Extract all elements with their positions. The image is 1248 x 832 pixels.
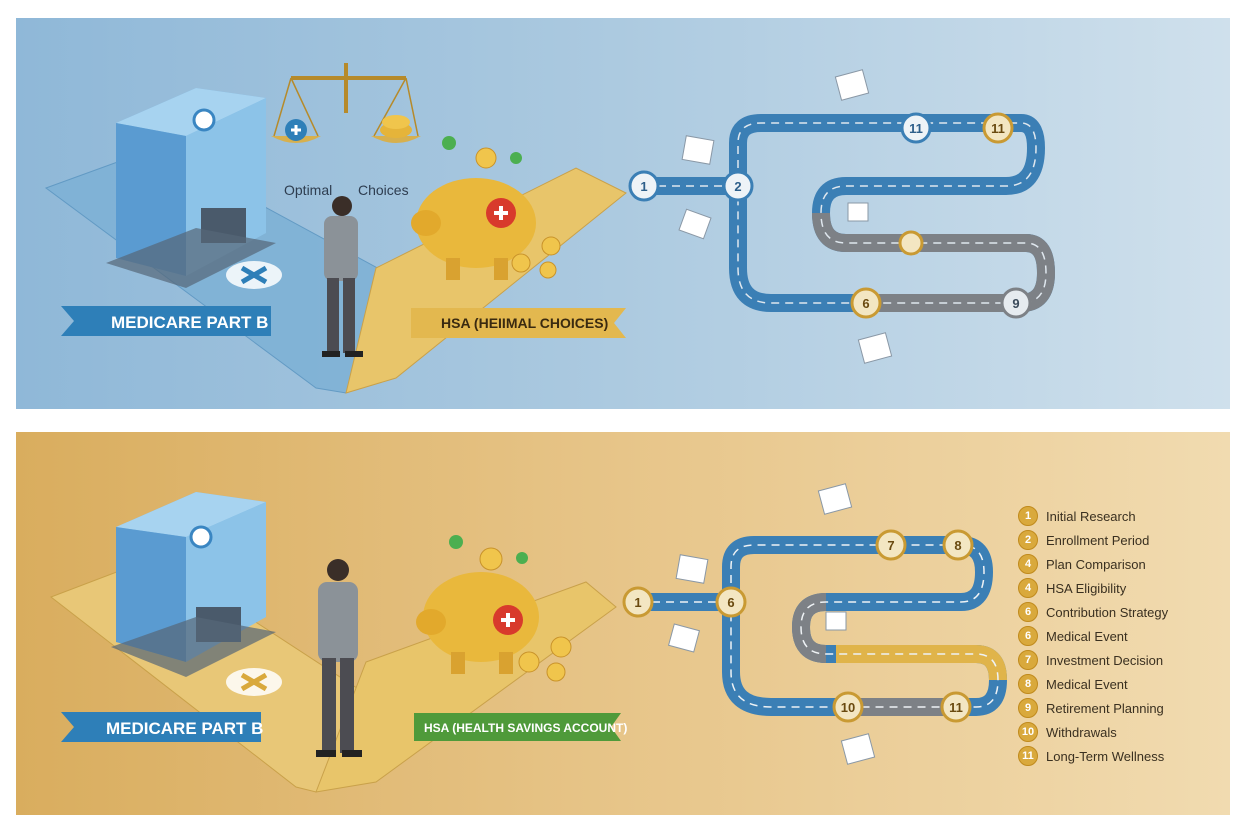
legend-label: Contribution Strategy [1046,604,1169,620]
roadmap-node: 9 [1000,287,1032,319]
legend-item: 2 Enrollment Period [1018,528,1168,552]
roadmap-node: 8 [942,529,974,561]
roadmap-node: 11 [900,112,932,144]
legend-number-badge: 7 [1018,650,1038,670]
legend-item: 10 Withdrawals [1018,720,1168,744]
legend-item: 1 Initial Research [1018,504,1168,528]
hsa-banner: HSA (HEIIMAL CHOICES) [411,308,626,338]
cross-badge-icon [226,668,282,696]
legend-item: 4 Plan Comparison [1018,552,1168,576]
legend-number-badge: 9 [1018,698,1038,718]
legend-item: 7 Investment Decision [1018,648,1168,672]
calendar-icon [667,623,701,653]
calendar-icon [840,733,876,765]
roadmap-node: 11 [982,112,1014,144]
legend-label: Enrollment Period [1046,532,1150,548]
svg-text:6: 6 [727,595,734,610]
choice-label-left: Optimal [284,182,332,198]
balance-scale-icon [271,63,421,143]
legend-number-badge: 2 [1018,530,1038,550]
legend-label: Medical Event [1046,676,1128,692]
legend-item: 6 Medical Event [1018,624,1168,648]
person-figure [322,196,363,357]
legend-label: Withdrawals [1046,724,1117,740]
roadmap-node-marker [898,230,924,256]
roadmap-node: 6 [850,287,882,319]
legend-item: 8 Medical Event [1018,672,1168,696]
svg-text:11: 11 [991,121,1005,136]
legend-number-badge: 4 [1018,578,1038,598]
calendar-icon [825,611,847,631]
roadmap-node: 1 [628,170,660,202]
svg-text:MEDICARE PART B: MEDICARE PART B [111,313,268,332]
svg-text:MEDICARE PART B: MEDICARE PART B [106,719,263,738]
legend-item: 9 Retirement Planning [1018,696,1168,720]
legend-label: Plan Comparison [1046,556,1146,572]
svg-text:7: 7 [887,538,894,553]
calendar-icon [681,135,715,165]
roadmap-node: 7 [875,529,907,561]
roadmap-node: 1 [622,586,654,618]
roadmap-node: 11 [940,691,972,723]
svg-text:6: 6 [862,296,869,311]
legend-number-badge: 6 [1018,626,1038,646]
legend-label: Initial Research [1046,508,1136,524]
hsa-path-floor [315,581,617,793]
bottom-panel: MEDICARE PART B HSA (HEALTH SAVINGS ACCO… [16,432,1230,815]
legend-item: 6 Contribution Strategy [1018,600,1168,624]
svg-text:1: 1 [634,595,641,610]
legend-label: Long-Term Wellness [1046,748,1165,764]
hsa-banner: HSA (HEALTH SAVINGS ACCOUNT) [414,713,627,741]
svg-text:HSA (HEALTH SAVINGS ACCOUNT): HSA (HEALTH SAVINGS ACCOUNT) [424,721,627,735]
cross-badge-icon [226,261,282,289]
calendar-icon [857,332,893,364]
svg-text:2: 2 [734,179,741,194]
svg-text:11: 11 [909,121,923,136]
medicare-banner: MEDICARE PART B [61,712,263,742]
calendar-icon [675,554,709,584]
legend-label: Investment Decision [1046,652,1164,668]
legend-number-badge: 4 [1018,554,1038,574]
legend-number-badge: 8 [1018,674,1038,694]
svg-text:11: 11 [949,700,963,715]
roadmap-node: 2 [722,170,754,202]
legend-label: HSA Eligibility [1046,580,1127,596]
hospital-icon [111,492,276,677]
piggy-bank-icon [411,136,561,280]
roadmap-legend: 1 Initial Research 2 Enrollment Period 4 Plan… [1018,504,1168,768]
legend-number-badge: 10 [1018,722,1038,742]
hospital-icon [106,88,276,288]
person-figure [316,559,362,757]
roadmap-node: 10 [832,691,864,723]
legend-number-badge: 6 [1018,602,1038,622]
svg-text:10: 10 [841,700,855,715]
legend-label: Retirement Planning [1046,700,1164,716]
svg-text:9: 9 [1012,296,1019,311]
legend-number-badge: 11 [1018,746,1038,766]
calendar-icon [678,208,712,240]
svg-text:HSA (HEIIMAL CHOICES): HSA (HEIIMAL CHOICES) [441,315,608,331]
choice-label-right: Choices [358,182,409,198]
legend-item: 11 Long-Term Wellness [1018,744,1168,768]
medicare-banner: MEDICARE PART B [61,306,271,336]
top-panel: Optimal Choices M [16,18,1230,409]
svg-text:1: 1 [640,179,647,194]
calendar-icon [847,202,869,222]
legend-number-badge: 1 [1018,506,1038,526]
calendar-icon [834,69,870,101]
legend-item: 4 HSA Eligibility [1018,576,1168,600]
calendar-icon [817,483,853,515]
roadmap-node: 6 [715,586,747,618]
legend-label: Medical Event [1046,628,1128,644]
svg-text:8: 8 [954,538,961,553]
piggy-bank-icon [416,535,572,682]
